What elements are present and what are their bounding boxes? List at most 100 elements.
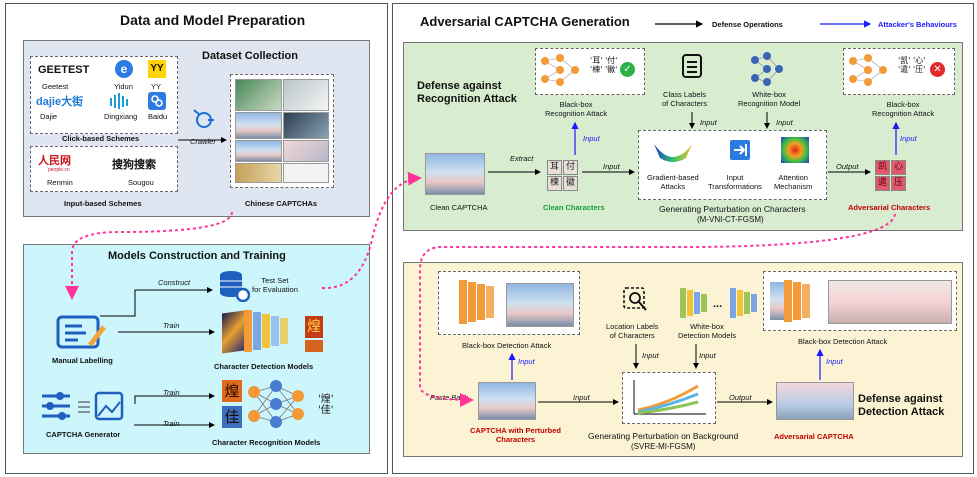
whitebox-det-ellipsis: ...: [713, 298, 723, 310]
renmin-logo: 人民网: [38, 152, 71, 168]
blackbox-recog-left-label: Black-box Recognition Attack: [545, 100, 607, 118]
blackbox-recog-right-nn-icon: [848, 53, 888, 92]
adv-char-1: 凯: [875, 160, 890, 175]
recognition-models-label: Character Recognition Models: [212, 438, 321, 447]
perturbed-captcha-label: CAPTCHA with Perturbed Characters: [470, 426, 561, 444]
yy-logo: YY: [148, 60, 166, 78]
manual-labelling-icon: [56, 315, 108, 356]
wb1-layer-2: [687, 290, 693, 316]
attention-label: Attention Mechanism: [774, 173, 812, 191]
input-class-label: Input: [700, 118, 717, 127]
captcha-generator-label: CAPTCHA Generator: [46, 430, 121, 439]
extract-label: Extract: [510, 154, 534, 163]
recognition-output: '煌' '佳': [318, 394, 334, 416]
crawler-bug-icon: [193, 109, 214, 128]
detection-layer-2: [253, 312, 261, 350]
blackbox-recog-left-output-text: '耳' '付' '楝' '徽': [590, 56, 618, 74]
left-panel-title: Data and Model Preparation: [120, 12, 306, 28]
input-schemes-box: [30, 146, 178, 192]
detection-output-glyph: 煌: [307, 319, 321, 335]
location-labels-text: Location Labels of Characters: [606, 322, 659, 340]
geetest-caption: Geetest: [42, 82, 69, 91]
transform-arrow-icon: [734, 144, 747, 156]
input-to-perturb-label: Input: [603, 162, 620, 171]
captcha-thumb-6: [283, 140, 329, 162]
bg-perturb-method: (SVRE-MI-FGSM): [631, 442, 696, 451]
class-labels-label: Class Labels of Characters: [662, 90, 707, 108]
gradient-attacks-text: Gradient-based Attacks: [647, 173, 699, 191]
det-left-layer-3: [477, 284, 485, 320]
input-attacker-label-left: Input: [583, 134, 600, 143]
dingxiang-caption: Dingxiang: [104, 112, 138, 121]
detection-defense-title-text: Defense against Detection Attack: [858, 393, 945, 418]
input-schemes-label: Input-based Schemes: [64, 199, 142, 208]
clean-captcha-image: [425, 153, 485, 195]
det-input-to-perturb: Input: [573, 393, 590, 402]
detection-models-label: Character Detection Models: [214, 362, 314, 371]
input-transform-icon: [730, 140, 750, 160]
train-recognition-arrow-1: [134, 393, 215, 404]
train-label-2: Train: [163, 388, 180, 397]
neural-network-icon: [849, 54, 887, 86]
attention-heatmap: [781, 137, 809, 163]
sougou-caption: Sougou: [128, 178, 154, 187]
det-right-layer-2: [793, 282, 801, 320]
blackbox-det-left-model: [445, 278, 501, 328]
neural-network-icon: [248, 380, 304, 428]
captcha-thumb-5: [235, 140, 282, 162]
dataset-title: Dataset Collection: [202, 50, 298, 62]
blackbox-det-left-label: Black-box Detection Attack: [462, 341, 552, 350]
dajie-caption: Dajie: [40, 112, 58, 121]
dingxiang-logo-icon: [108, 93, 130, 109]
list-document-icon: [682, 54, 702, 78]
convergence-curves-icon: [633, 380, 706, 415]
right-panel-title: Adversarial CAPTCHA Generation: [420, 14, 630, 29]
det-right-input: [770, 282, 784, 320]
gradient-attacks-label: Gradient-based Attacks: [647, 173, 699, 191]
bg-perturb-title: Generating Perturbation on Background: [588, 431, 739, 441]
clean-chars-label: Clean Characters: [543, 203, 605, 212]
clean-char-1: 耳: [547, 160, 562, 175]
det-right-output: [828, 280, 952, 324]
attention-text: Attention Mechanism: [774, 173, 813, 191]
yidun-logo: e: [115, 60, 133, 78]
det-left-layer-2: [468, 282, 476, 322]
neural-network-icon: [751, 52, 783, 86]
detection-model-stack: [222, 308, 302, 356]
wb1-layer-3: [694, 292, 700, 314]
blackbox-recog-right-label: Black-box Recognition Attack: [872, 100, 934, 118]
input-transform-text: Input Transformations: [708, 173, 762, 191]
convergence-chart-icon: [628, 376, 708, 423]
sougou-logo-text: 搜狗搜索: [112, 159, 156, 171]
whitebox-recog-nn-icon: [750, 52, 784, 91]
clean-captcha-label: Clean CAPTCHA: [430, 203, 488, 212]
det-input-attacker-right: Input: [826, 357, 843, 366]
dajie-logo: dajie大街: [36, 93, 83, 109]
input-whitebox-label: Input: [776, 118, 793, 127]
captcha-thumb-8: [283, 163, 329, 183]
sougou-logo: 搜狗搜索: [112, 156, 156, 172]
perturbed-captcha-image: [478, 382, 536, 420]
whitebox-recog-text: White-box Recognition Model: [738, 90, 801, 108]
baidu-caption: Baidu: [148, 112, 168, 121]
detection-defense-title: Defense against Detection Attack: [858, 393, 944, 419]
whitebox-det-stack-1: [680, 288, 710, 318]
input-attacker-label-right: Input: [900, 134, 917, 143]
wb2-layer-2: [737, 290, 743, 316]
wb2-layer-4: [751, 294, 757, 312]
recognition-defense-title-text: Defense against Recognition Attack: [417, 80, 517, 105]
captcha-thumb-2: [283, 79, 329, 111]
adv-char-4: 压: [891, 176, 906, 191]
blackbox-recog-left-output: '耳' '付' '楝' '徽': [590, 56, 617, 74]
det-output-label: Output: [729, 393, 752, 402]
dingxiang-bars-icon: [110, 93, 128, 109]
wb2-layer-1: [730, 288, 736, 318]
gradient-surface-icon: [652, 136, 694, 169]
clean-char-2: 付: [563, 160, 578, 175]
test-set-text: Test Set for Evaluation: [252, 276, 298, 294]
det-left-output: [506, 283, 574, 327]
adv-captcha-image: [776, 382, 854, 420]
yidun-logo-text: e: [120, 62, 128, 76]
blackbox-det-right-model: [770, 278, 822, 324]
